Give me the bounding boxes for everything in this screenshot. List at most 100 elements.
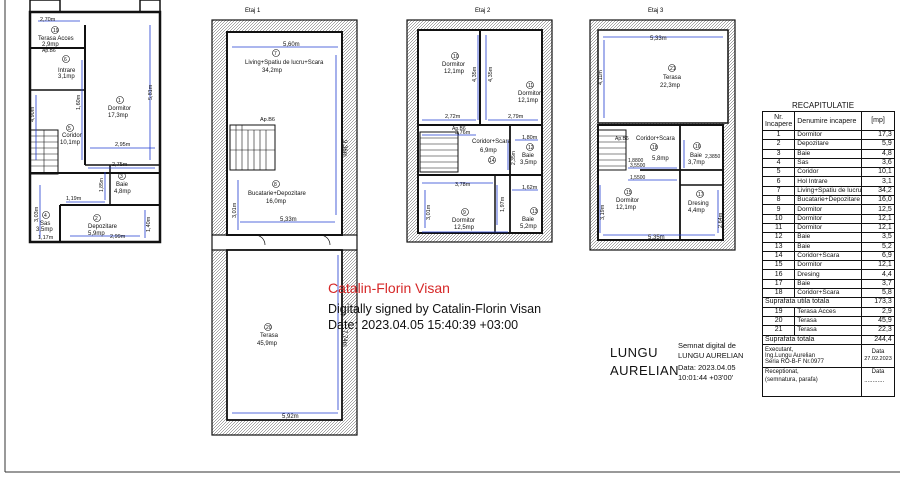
- recap-cell-no: 15: [761, 260, 796, 271]
- recap-header-mp: [mp]: [861, 111, 895, 131]
- parter-room-6-name: Intrare: [58, 68, 76, 74]
- recap-cell-no: 9: [761, 204, 796, 215]
- etaj2-dim-3: 2,72m: [445, 114, 461, 120]
- parter-dim-11: 1,17m: [38, 235, 54, 241]
- etaj2-dim-6: 1,80m: [522, 135, 538, 141]
- recap-cell-name: Dormitor: [794, 204, 863, 215]
- recap-cell-mp: 3,1: [861, 176, 895, 187]
- recap-cell-mp: 3,5: [861, 232, 895, 243]
- etaj1-dim-2: 9,36m: [341, 140, 347, 157]
- recap-cell-no: 11: [761, 222, 796, 234]
- recap-receptionat-date: Data............: [861, 366, 895, 397]
- etaj2-dim-7: 2,35m: [511, 151, 517, 165]
- recap-cell-mp: 5,9: [861, 139, 895, 150]
- recap-cell-mp: 3,7: [861, 278, 895, 290]
- etaj3-dim-7: 2,64m: [718, 212, 724, 228]
- recap-cell-mp: 22,3: [861, 325, 895, 336]
- parter-room-2-area: 5,9mp: [88, 231, 105, 237]
- etaj2-room-14-no: 14: [489, 158, 495, 164]
- etaj3-room-18-area: 5,8mp: [652, 156, 669, 162]
- etaj2-room-11-no: 11: [528, 83, 533, 89]
- parter-room-3-name: Baie: [116, 182, 129, 188]
- etaj2-room-11-area: 12,1mp: [518, 98, 539, 104]
- parter-plan: 2,70m 19 Terasa Acces 2,9mp Ap.B6 6 Intr…: [28, 0, 162, 244]
- recap-cell-name: Sas: [794, 157, 863, 169]
- recap-cell-no: 2: [761, 139, 796, 150]
- etaj3-room-18-no: 18: [652, 145, 658, 151]
- recap-cell-name: Baie: [794, 278, 863, 290]
- etaj2-room-10-name: Dormitor: [442, 62, 465, 68]
- parter-dim-1: 2,70m: [40, 17, 56, 23]
- parter-room-1-area: 17,3mp: [108, 113, 129, 119]
- recap-cell-name: Coridor+Scara: [794, 250, 863, 262]
- recap-cell-mp: 12,1: [861, 213, 895, 224]
- signature-name: Catalin-Florin Visan: [328, 280, 450, 296]
- parter-dim-9: 1,40m: [146, 216, 152, 232]
- parter-room-19-no: 19: [53, 28, 59, 34]
- parter-dim-8: 3,03m: [34, 206, 40, 222]
- recap-header-no: Nr. Incapere: [761, 111, 796, 131]
- etaj3-room-15-name: Dormitor: [616, 198, 639, 204]
- parter-room-3-no: 3: [120, 174, 123, 180]
- etaj2-room-14-name: Coridor+Scara: [472, 139, 512, 145]
- etaj1-room-8-area: 16,0mp: [266, 199, 287, 205]
- parter-dim-7: 1,19m: [66, 196, 82, 202]
- etaj2-room-14-area: 6,9mp: [480, 148, 497, 154]
- etaj2-dim-5: 3,76m: [455, 130, 471, 136]
- parter-room-19-name: Terasa Acces: [38, 36, 74, 42]
- recap-cell-no: 5: [761, 167, 796, 178]
- recap-data-label-2: Data: [871, 368, 885, 375]
- etaj2-title: Etaj 2: [475, 8, 491, 14]
- etaj2-dim-2: 4,35m: [488, 66, 494, 82]
- recap-cell-mp: 4,4: [861, 269, 895, 280]
- recap-cell-name: Coridor: [794, 167, 863, 178]
- etaj3-room-21-area: 22,3mp: [660, 83, 681, 89]
- recap-cell-name: Dormitor: [794, 260, 863, 271]
- parter-dim-10: 2,99m: [110, 234, 126, 240]
- etaj2-room-12-area: 3,5mp: [520, 160, 537, 166]
- recap-data-value: 27.02.2023: [864, 355, 892, 362]
- etaj2-dim-4: 2,79m: [508, 114, 524, 120]
- etaj3-room-17-area: 4,4mp: [688, 208, 705, 214]
- etaj1-room-20-area: 45,9mp: [257, 341, 278, 347]
- etaj3-stair-label: Ap.B6: [615, 136, 629, 142]
- etaj3-dim-3: 3,5500: [630, 163, 646, 169]
- recap-data-label: Data: [871, 348, 885, 355]
- recap-cell-mp: 2,9: [861, 306, 895, 317]
- etaj1-stair-label: Ap.B6: [260, 117, 275, 123]
- etaj3-room-17-name: Dresing: [688, 201, 709, 207]
- parter-room-5-no: 5: [68, 126, 71, 132]
- recap-cell-name: Bucatarie+Depozitare: [794, 195, 863, 206]
- recap-cell-mp: 17,3: [861, 129, 895, 141]
- recap-cell-mp: 5,2: [861, 241, 895, 252]
- etaj2-room-10-no: 10: [453, 54, 459, 60]
- etaj2-room-9-name: Dormitor: [452, 218, 475, 224]
- etaj2-plan: Etaj 2 10: [406, 8, 553, 243]
- recap-cell-no: 1: [761, 129, 796, 141]
- recap-cell-no: 18: [761, 288, 796, 299]
- recap-receptionat-line: (semnatura, parafa): [765, 376, 818, 383]
- parter-room-1-no: 1: [118, 98, 121, 104]
- recap-cell-name: Coridor+Scara: [794, 288, 863, 299]
- recap-cell-name: Dormitor: [794, 213, 863, 224]
- recap-cell-no: 3: [761, 148, 796, 159]
- etaj3-dim-9: 1,8800: [628, 158, 644, 164]
- parter-room-4-area: 3,5mp: [36, 227, 53, 233]
- recap-cell-mp: 45,9: [861, 315, 895, 327]
